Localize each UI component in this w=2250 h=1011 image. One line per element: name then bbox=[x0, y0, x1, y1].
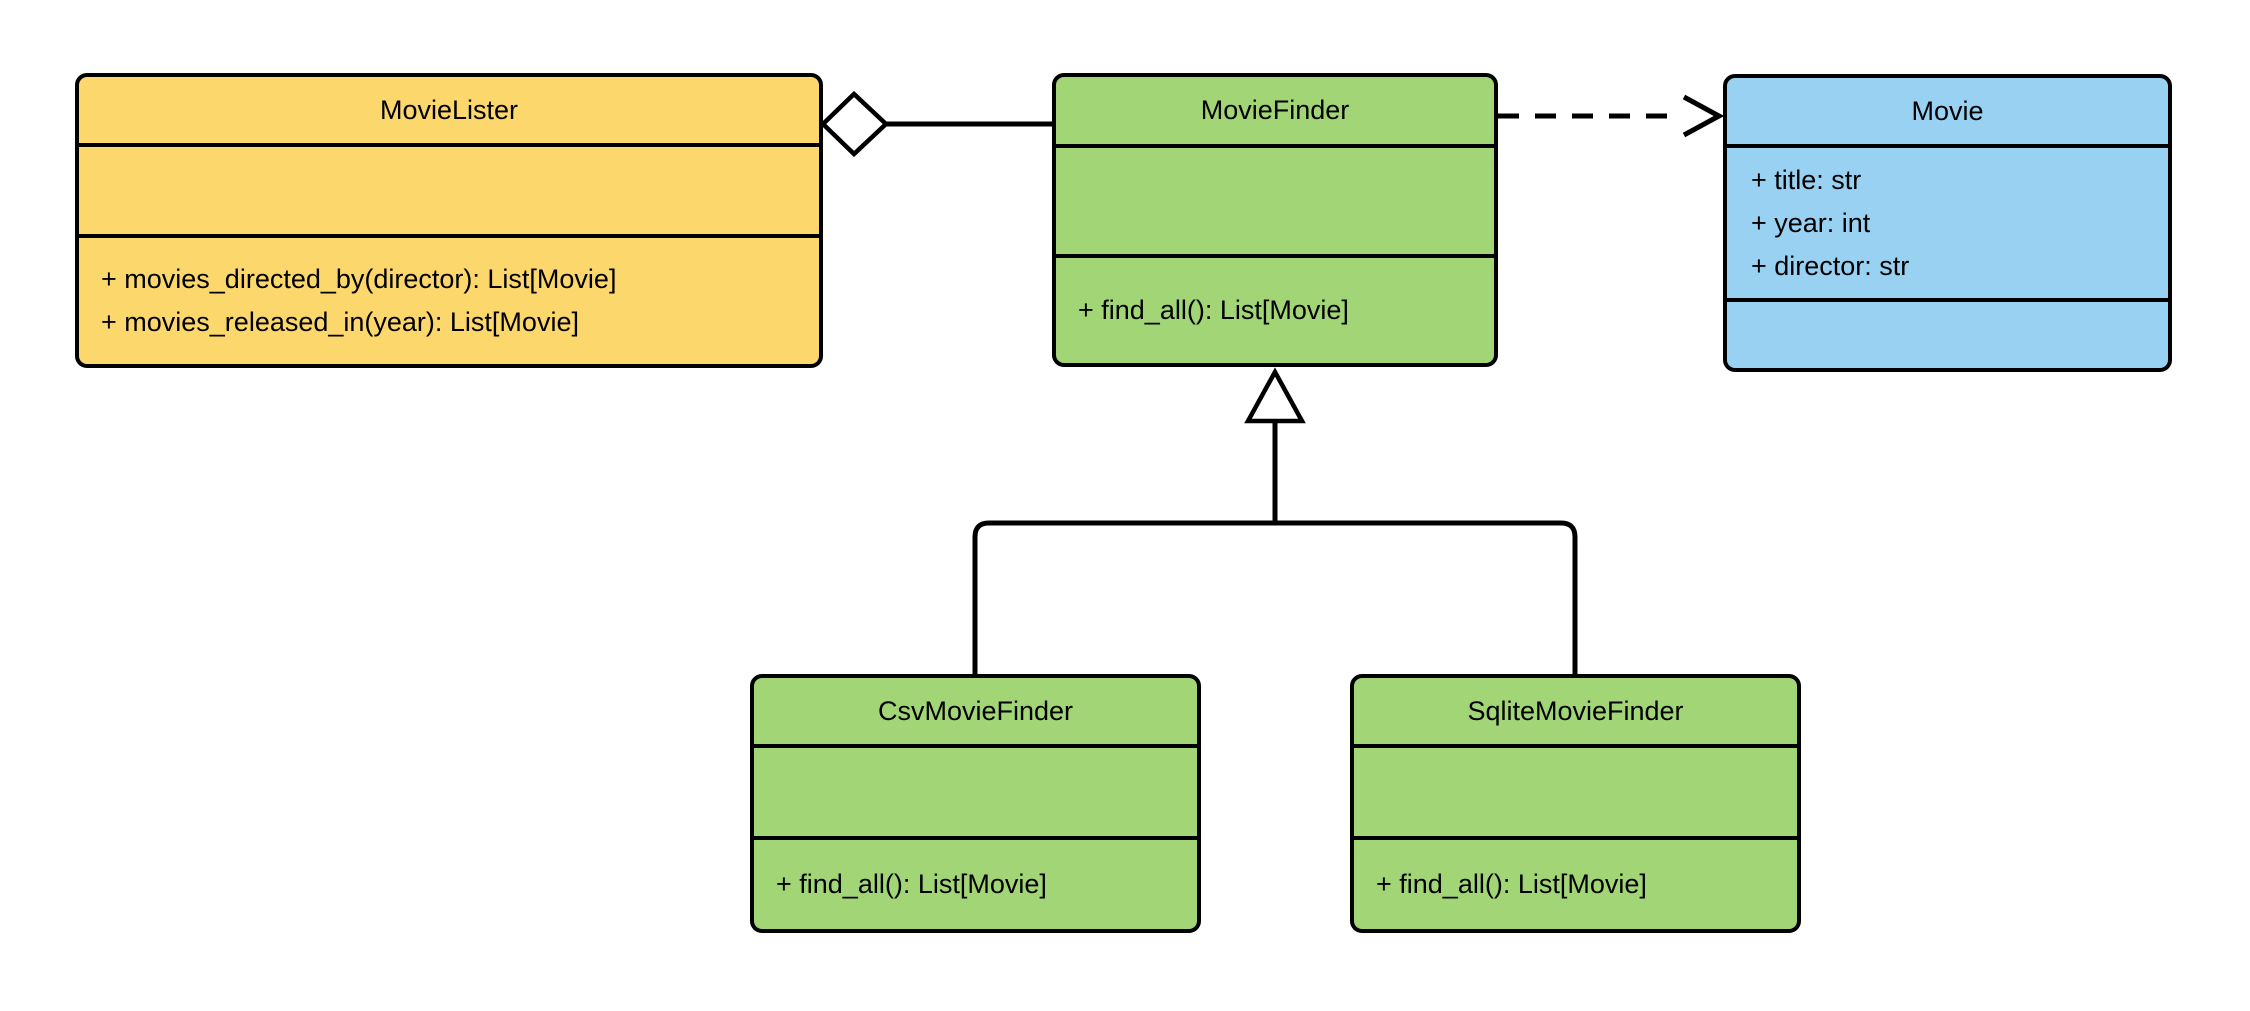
class-methods-compartment: + find_all(): List[Movie] bbox=[754, 840, 1197, 929]
hollow-diamond-marker bbox=[819, 90, 890, 158]
method-item: + find_all(): List[Movie] bbox=[1376, 869, 1647, 899]
class-title: MovieFinder bbox=[1200, 95, 1350, 125]
class-title: CsvMovieFinder bbox=[877, 695, 1074, 726]
class-attributes-compartment bbox=[754, 744, 1197, 840]
class-title: Movie bbox=[1911, 95, 1984, 126]
class-methods-compartment: + find_all(): List[Movie] bbox=[1354, 840, 1797, 929]
method-item: + find_all(): List[Movie] bbox=[776, 869, 1047, 899]
class-attributes-compartment: + title: str + year: int + director: str bbox=[1727, 144, 2168, 302]
class-methods-compartment: + find_all(): List[Movie] bbox=[1056, 258, 1494, 363]
class-methods-compartment: + movies_directed_by(director): List[Mov… bbox=[79, 238, 819, 364]
class-attributes-compartment bbox=[79, 143, 819, 238]
method-item: + find_all(): List[Movie] bbox=[1078, 295, 1349, 325]
hollow-triangle-marker bbox=[1244, 367, 1306, 424]
class-attributes-compartment bbox=[1056, 144, 1494, 258]
dependency-connector bbox=[1498, 94, 1725, 138]
class-node-csvmoviefinder: CsvMovieFinder + find_all(): List[Movie] bbox=[750, 674, 1201, 933]
open-arrow-marker bbox=[1682, 94, 1725, 138]
class-title: MovieLister bbox=[379, 94, 519, 125]
method-item: + movies_directed_by(director): List[Mov… bbox=[101, 264, 617, 294]
class-node-sqlitemoviefinder: SqliteMovieFinder + find_all(): List[Mov… bbox=[1350, 674, 1801, 933]
class-node-moviefinder: MovieFinder + find_all(): List[Movie] bbox=[1052, 73, 1498, 367]
inheritance-connector bbox=[972, 367, 1578, 674]
class-title: SqliteMovieFinder bbox=[1467, 695, 1684, 726]
aggregation-connector bbox=[819, 90, 1052, 158]
class-node-movielister: MovieLister + movies_directed_by(directo… bbox=[75, 73, 823, 368]
class-methods-compartment bbox=[1727, 302, 2168, 368]
attribute-item: + title: str bbox=[1751, 164, 1862, 195]
class-attributes-compartment bbox=[1354, 744, 1797, 840]
method-item: + movies_released_in(year): List[Movie] bbox=[101, 307, 579, 337]
class-node-movie: Movie + title: str + year: int + directo… bbox=[1723, 74, 2172, 372]
attribute-item: + director: str bbox=[1751, 250, 1910, 281]
attribute-item: + year: int bbox=[1751, 207, 1871, 238]
